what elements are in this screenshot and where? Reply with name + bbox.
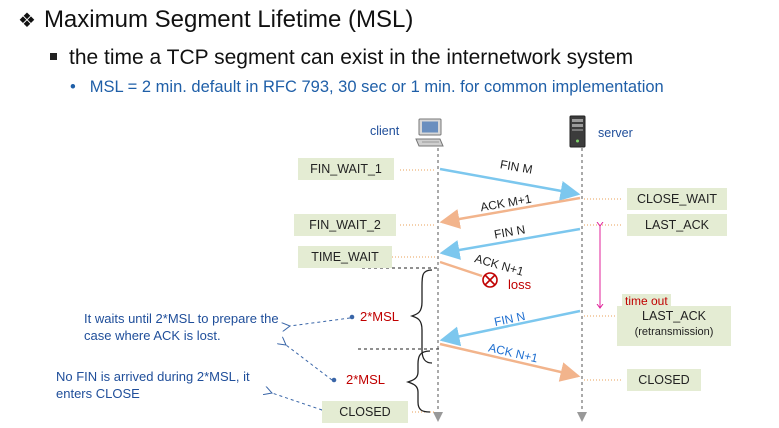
retransmission-label: (retransmission) <box>634 326 714 338</box>
slide-title-text: Maximum Segment Lifetime (MSL) <box>43 6 414 33</box>
state-last-ack: LAST_ACK <box>627 214 727 236</box>
arrow-ack-n1-lost <box>439 260 483 278</box>
detail-text: MSL = 2 min. default in RFC 793, 30 sec … <box>89 78 664 96</box>
server-timeline-arrow <box>577 412 587 422</box>
pointer-note1 <box>290 317 351 326</box>
arrow-fin-m <box>439 167 581 201</box>
client-timeline-arrow <box>433 412 443 422</box>
server-tower-icon <box>568 115 588 149</box>
state-server-closed: CLOSED <box>627 369 701 391</box>
msl-brace-2 <box>405 350 431 413</box>
loss-label: loss <box>508 277 532 292</box>
subtitle: the time a TCP segment can exist in the … <box>50 46 633 70</box>
slide-title: ❖ Maximum Segment Lifetime (MSL) <box>18 6 413 34</box>
server-label: server <box>598 126 633 140</box>
timeout-label: time out <box>622 294 671 308</box>
note-no-fin: No FIN is arrived during 2*MSL, it enter… <box>56 369 250 401</box>
state-last-ack-retx-label: LAST_ACK <box>642 309 706 323</box>
client-computer-icon <box>414 117 444 149</box>
state-fin-wait-2: FIN_WAIT_2 <box>294 214 396 236</box>
arrow-ack-n1-final <box>439 342 581 382</box>
subtitle-text: the time a TCP segment can exist in the … <box>69 46 634 69</box>
diamond-bullet-icon: ❖ <box>18 8 36 32</box>
state-time-wait: TIME_WAIT <box>298 246 392 268</box>
loss-icon <box>482 272 498 288</box>
arrow-fin-n-retx <box>439 309 581 347</box>
pointer-note1b <box>286 345 333 381</box>
detail-line: • MSL = 2 min. default in RFC 793, 30 sec… <box>70 78 664 97</box>
pointer-note2 <box>272 393 323 411</box>
msl-brace-1 <box>409 269 433 364</box>
timer-2msl-1: 2*MSL <box>360 309 400 324</box>
pointer-dot-1 <box>349 314 355 320</box>
square-bullet-icon <box>50 52 57 60</box>
client-label: client <box>370 124 400 138</box>
timer-2msl-2: 2*MSL <box>346 372 386 387</box>
dot-bullet-icon: • <box>70 78 76 96</box>
state-close-wait: CLOSE_WAIT <box>627 188 727 210</box>
state-client-closed: CLOSED <box>322 401 408 423</box>
state-last-ack-retx: LAST_ACK (retransmission) <box>617 306 731 346</box>
arrow-ack-m1 <box>439 196 581 229</box>
note-wait-2msl: It waits until 2*MSL to prepare the case… <box>84 311 279 343</box>
pointer-dot-2 <box>331 377 337 383</box>
arrow-fin-n <box>439 227 581 260</box>
state-fin-wait-1: FIN_WAIT_1 <box>298 158 394 180</box>
